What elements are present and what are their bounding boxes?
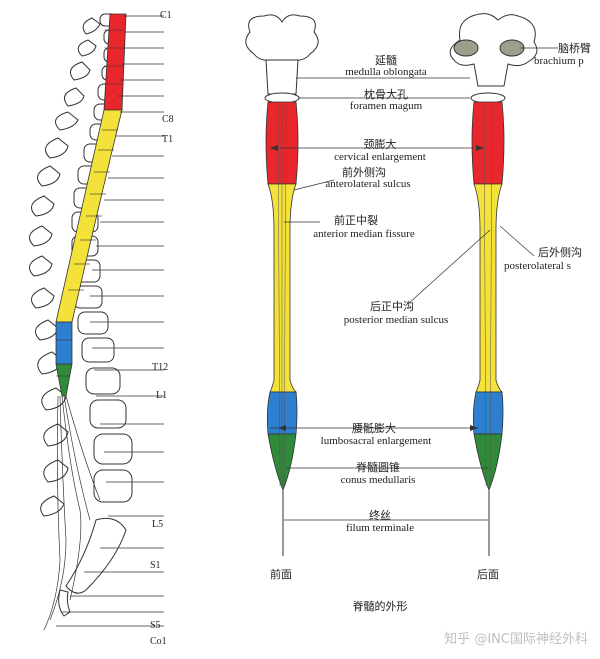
label-t12: T12 [152,362,169,373]
caption-front: 前面 [270,568,292,581]
label-anterolateral-en: anterolateral sulcus [325,178,411,190]
spinal-cord-lateral [43,13,127,631]
label-medulla-zh: 延髓 [375,54,397,67]
lumbar-segment-lateral [55,321,73,365]
label-conus-en: conus medullaris [340,474,416,486]
thoracic-segment-posterior [473,183,503,393]
label-conus-zh: 脊髓圆锥 [356,461,400,474]
spinal-cord-anterior [265,101,299,556]
figure-title: 脊髓的外形 [352,600,408,613]
label-l5: L5 [152,519,164,530]
label-foramen-en: foramen magum [349,100,423,112]
label-posterolateral-en: posterolateral s [504,260,571,272]
label-s5: S5 [150,620,161,631]
label-c1: C1 [160,10,172,21]
label-lumbosacral-en: lumbosacral enlargement [320,435,432,447]
posterior-view [449,13,538,556]
label-cervical-zh: 颈膨大 [363,138,397,151]
label-foramen-zh: 枕骨大孔 [364,88,408,101]
label-anterior-fissure-zh: 前正中裂 [334,214,378,227]
label-medulla-en: medulla oblongata [345,66,427,78]
anterior-view [245,14,319,556]
spinal-nerve-lines [56,15,164,627]
label-filum-en: filum terminale [345,522,415,534]
conus-medullaris-posterior [473,433,503,492]
label-posterolateral-zh: 后外侧沟 [538,246,582,259]
brainstem-posterior [449,13,538,104]
label-posterior-sulcus-zh: 后正中沟 [370,300,414,313]
label-brachium-en: brachium p [534,55,584,67]
cervical-enlargement-posterior [471,101,505,185]
spinal-cord-posterior [471,101,505,556]
label-l1: L1 [156,390,168,401]
label-co1: Co1 [150,636,167,647]
label-anterior-fissure-en: anterior median fissure [313,228,415,240]
watermark: 知乎 @INC国际神经外科 [444,632,588,647]
brainstem-anterior [245,14,319,104]
label-brachium-zh: 脑桥臂 [558,42,591,55]
label-anterolateral-zh: 前外侧沟 [342,166,386,179]
label-c8: C8 [162,114,174,125]
label-s1: S1 [150,560,161,571]
cervical-segment-lateral [103,13,127,111]
label-lumbosacral-zh: 腰骶膨大 [352,422,396,435]
label-filum-zh: 终丝 [369,509,391,522]
label-t1: T1 [162,134,174,145]
leader-lines [270,47,558,521]
label-cervical-en: cervical enlargement [334,151,426,163]
label-posterior-sulcus-en: posterior median sulcus [343,314,449,326]
caption-back: 后面 [477,568,499,581]
